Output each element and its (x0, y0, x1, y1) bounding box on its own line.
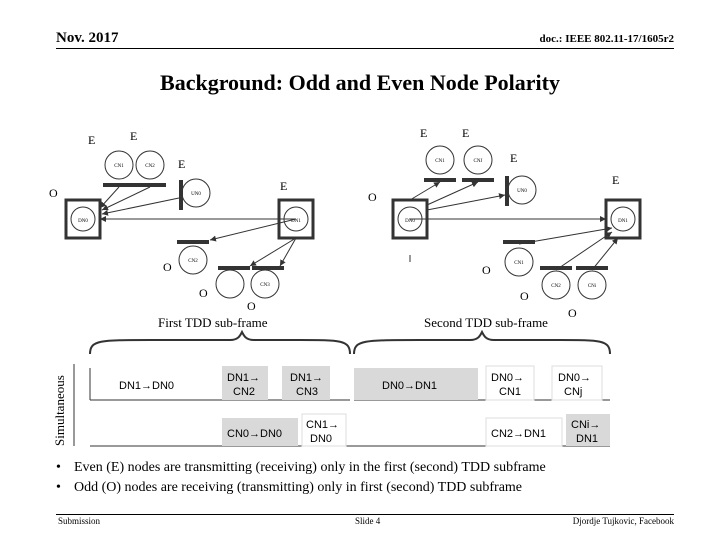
header-rule (56, 48, 674, 49)
topology-diagram: DN0 DN1 CN1 CN2 UN0 CN2 CN3 (49, 126, 642, 447)
label-e-5: E (420, 126, 427, 140)
cn1-bottom-right-name: CN1 (514, 261, 524, 266)
first-subframe-brace (89, 329, 351, 355)
label-e-8: E (612, 173, 619, 187)
cell-dn1-cn2: DN1→ CN2 (222, 366, 268, 400)
first-subframe-label: First TDD sub-frame (158, 315, 268, 330)
svg-text:DN0→: DN0→ (558, 372, 591, 384)
cell-dn0-dn1: DN0→DN1 (354, 368, 478, 400)
left-links (99, 186, 297, 267)
un0-left-node: UN0 (179, 178, 211, 210)
cell-cn1-dn0: CN1→ DN0 (301, 413, 347, 447)
label-e-1: E (88, 133, 95, 147)
cnj-right-top: CNJ (462, 145, 494, 182)
un0-right-node: UN0 (505, 175, 537, 206)
second-subframe-brace (353, 329, 611, 355)
cn2-bottom-left-name: CN2 (188, 259, 198, 264)
footer-rule (56, 514, 674, 515)
cn1-right-name: CN1 (435, 159, 445, 164)
svg-text:DN1: DN1 (576, 433, 598, 445)
svg-text:DN0→DN1: DN0→DN1 (382, 380, 437, 392)
cell-cn2-dn1: CN2→DN1 (485, 417, 563, 447)
cnj-name: CNJ (474, 159, 483, 164)
label-o-2: O (368, 190, 377, 204)
svg-text:CN2: CN2 (233, 386, 255, 398)
footer-author: Djordje Tujkovic, Facebook (572, 516, 674, 526)
header-doc-id: doc.: IEEE 802.11-17/1605r2 (539, 33, 674, 45)
dn1-left-name: DN1 (291, 219, 301, 224)
cni-name: CNi (588, 284, 597, 289)
second-subframe-label: Second TDD sub-frame (424, 315, 548, 330)
svg-text:DN1→: DN1→ (290, 372, 323, 384)
footer-slide-number: Slide 4 (355, 516, 381, 526)
bullet-even: •Even (E) nodes are transmitting (receiv… (56, 460, 546, 475)
cn-bottom-left-2: CN3 (215, 266, 284, 299)
dn0-right-name: DN0 (405, 219, 415, 224)
svg-text:DN1→: DN1→ (227, 372, 260, 384)
cn-bottom-left-1: CN2 (177, 240, 209, 275)
label-e-2: E (130, 129, 137, 143)
svg-text:CN0→DN0: CN0→DN0 (227, 428, 282, 440)
un0-left-name: UN0 (191, 192, 201, 197)
cn-bottom-right-2: CN2 CNi (540, 266, 608, 300)
slide-title: Background: Odd and Even Node Polarity (160, 70, 560, 95)
cell-dn1-cn3: DN1→ CN3 (282, 366, 330, 400)
dn0-left-node: DN0 (64, 198, 102, 240)
label-o-7: O (247, 299, 256, 313)
svg-text:CN1→: CN1→ (306, 419, 339, 431)
label-o-4: O (482, 263, 491, 277)
label-e-7: E (510, 151, 517, 165)
dn0-left-name: DN0 (78, 219, 88, 224)
cn2-left-name: CN2 (145, 164, 155, 169)
label-o-1: O (49, 186, 58, 200)
right-links (409, 181, 619, 271)
svg-text:DN0→: DN0→ (491, 372, 524, 384)
un0-right-name: UN0 (517, 189, 527, 194)
cn-bottom-right-1: CN1 (503, 240, 535, 277)
cell-dn1-dn0: DN1→DN0 (112, 370, 212, 398)
label-e-3: E (178, 157, 185, 171)
svg-text:CN1: CN1 (499, 386, 521, 398)
label-e-6: E (462, 126, 469, 140)
cn2-bottom-right-name: CN2 (551, 284, 561, 289)
label-o-6: O (520, 289, 529, 303)
cn3-bottom-left-name: CN3 (260, 283, 270, 288)
svg-text:CN2→DN1: CN2→DN1 (491, 428, 546, 440)
svg-text:DN1→DN0: DN1→DN0 (119, 380, 174, 392)
cell-dn0-cnj: DN0→ CNj (551, 365, 603, 401)
cell-dn0-cn1: DN0→ CN1 (485, 365, 535, 401)
bullet-list: •Even (E) nodes are transmitting (receiv… (56, 460, 546, 500)
svg-text:CNj: CNj (564, 386, 582, 398)
cn1-left-node: CN1 (103, 150, 135, 187)
dn1-right-name: DN1 (618, 219, 628, 224)
simultaneous-label: Simultaneous (52, 375, 67, 446)
svg-text:CNi→: CNi→ (571, 419, 600, 431)
footer-submission: Submission (58, 516, 101, 526)
cn1-right-top: CN1 (424, 145, 456, 182)
label-o-8: O (568, 306, 577, 320)
cell-cni-dn1: CNi→ DN1 (566, 414, 610, 446)
label-o-5: O (199, 286, 208, 300)
label-e-4: E (280, 179, 287, 193)
header-date: Nov. 2017 (56, 30, 119, 46)
cn2-left-node: CN2 (134, 150, 166, 187)
label-o-3: O (163, 260, 172, 274)
svg-text:CN3: CN3 (296, 386, 318, 398)
bullet-odd: •Odd (O) nodes are receiving (transmitti… (56, 480, 523, 495)
cn1-left-name: CN1 (114, 164, 124, 169)
svg-text:DN0: DN0 (310, 433, 332, 445)
cell-cn0-dn0: CN0→DN0 (222, 418, 298, 446)
